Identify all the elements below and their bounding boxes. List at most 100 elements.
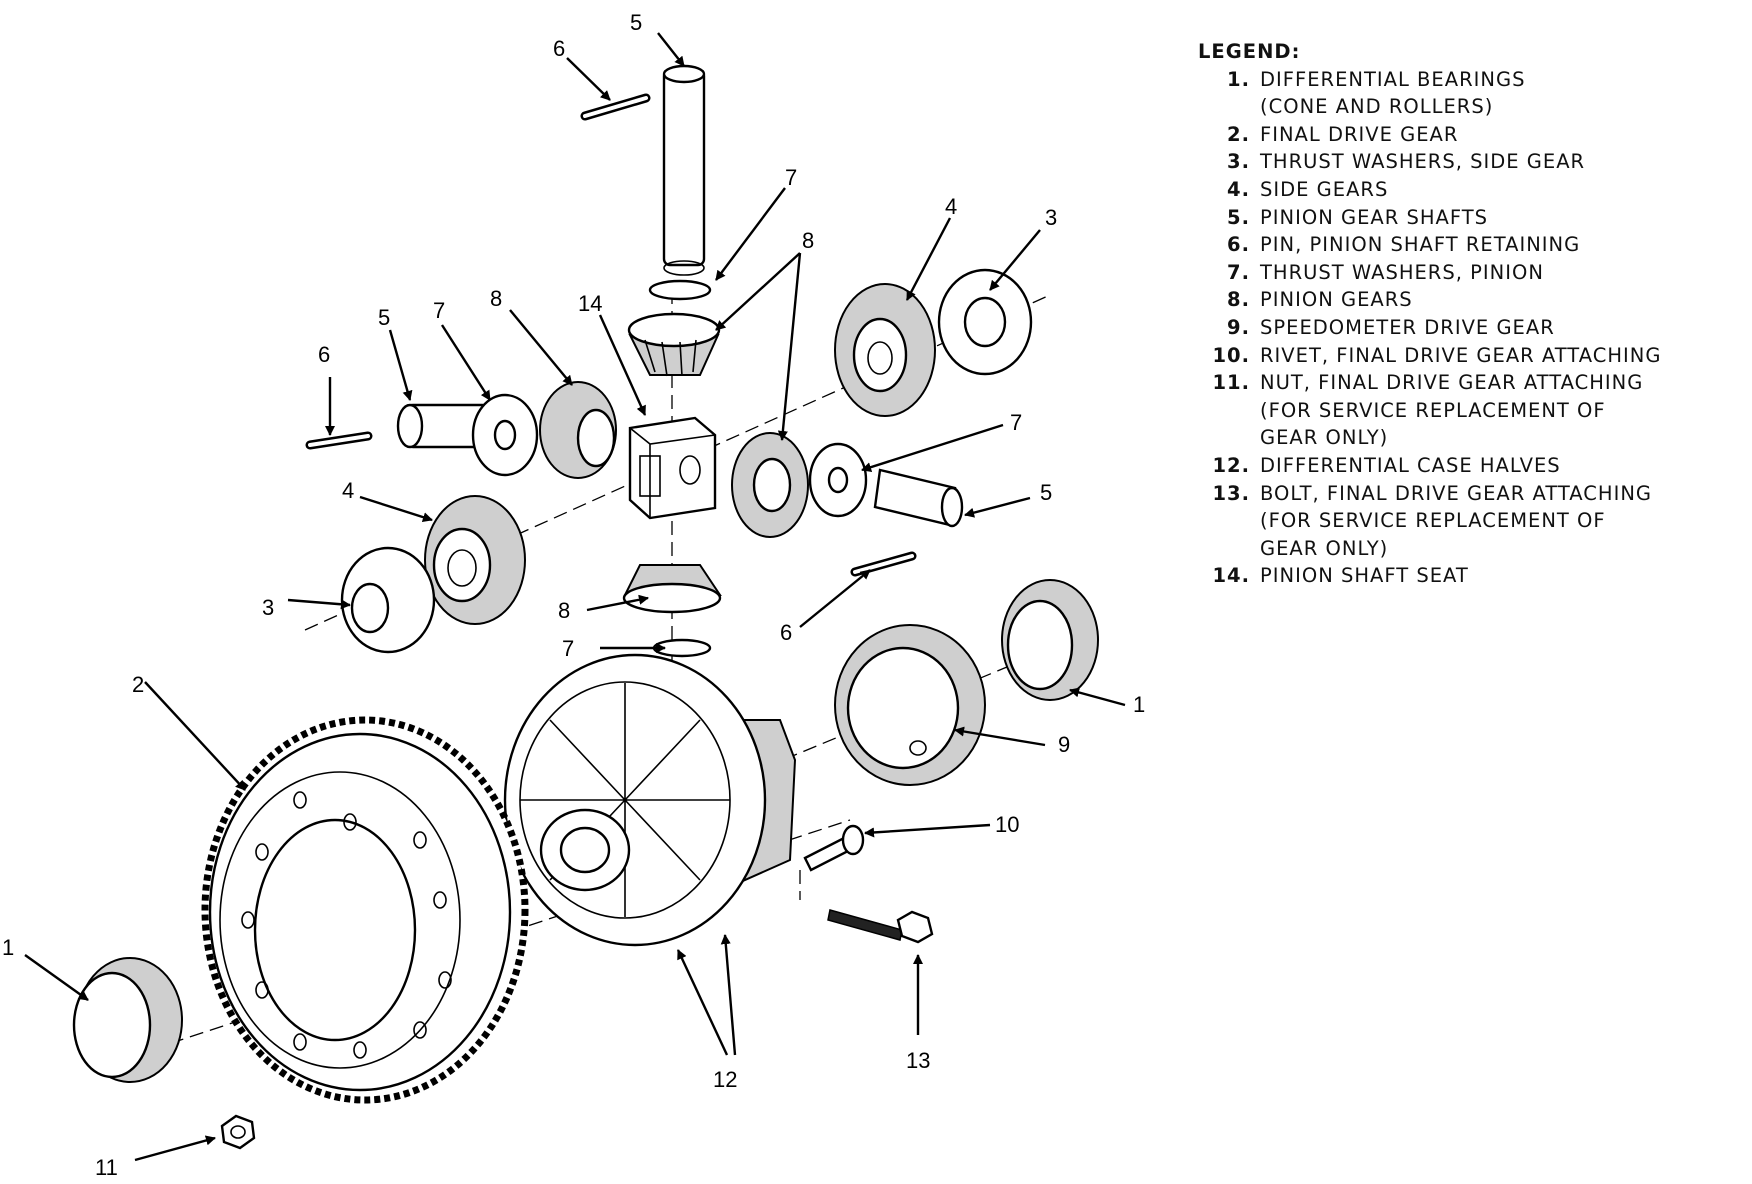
callout-1-right: 1 [1133,692,1145,717]
legend-item-line: (FOR SERVICE REPLACEMENT OF [1260,509,1606,533]
callout-11: 11 [95,1155,118,1180]
legend-item-number: 10. [1212,343,1250,367]
legend: LEGEND: 1.DIFFERENTIAL BEARINGS(CONE AND… [1198,38,1743,590]
retaining-pin-right [850,551,917,577]
legend-item-text: SPEEDOMETER DRIVE GEAR [1260,314,1743,342]
legend-item-line: (FOR SERVICE REPLACEMENT OF [1260,398,1606,422]
callout-5-right: 5 [1040,480,1052,505]
legend-item-line: RIVET, FINAL DRIVE GEAR ATTACHING [1260,343,1662,367]
legend-item-number: 7. [1227,260,1250,284]
callout-8-top: 8 [802,228,814,253]
exploded-diagram: 5 6 7 8 4 3 14 8 7 5 6 4 7 5 3 8 6 7 1 9… [2,10,1145,1180]
pinion-gear-shaft-right [873,468,964,528]
attaching-rivet [803,824,865,872]
legend-item-line: SPEEDOMETER DRIVE GEAR [1260,315,1555,339]
final-drive-gear [201,716,529,1104]
legend-item-line: FINAL DRIVE GEAR [1260,122,1459,146]
legend-item-line: DIFFERENTIAL BEARINGS [1260,67,1526,91]
callout-7-top: 7 [785,165,797,190]
callout-6-right: 6 [780,620,792,645]
legend-item-number: 8. [1227,288,1250,312]
callout-4-left: 4 [342,478,354,503]
thrust-washer-pinion-left [471,393,539,477]
legend-item-number: 3. [1227,150,1250,174]
differential-bearing-right [1001,579,1099,701]
legend-item-text: DIFFERENTIAL CASE HALVES [1260,452,1743,480]
legend-item-number: 13. [1212,481,1250,505]
legend-item-number: 9. [1227,315,1250,339]
attaching-bolt [827,909,934,944]
side-gear-left [424,495,526,625]
callout-labels: 5 6 7 8 4 3 14 8 7 5 6 4 7 5 3 8 6 7 1 9… [2,10,1145,1180]
legend-item: 10. RIVET, FINAL DRIVE GEAR ATTACHING [1198,342,1743,370]
legend-item-line: PINION GEARS [1260,288,1413,312]
legend-item-line: DIFFERENTIAL CASE HALVES [1260,453,1561,477]
callout-6-left: 6 [318,342,330,367]
legend-title: LEGEND: [1198,40,1301,63]
callout-8-bottom: 8 [558,598,570,623]
pinion-shaft-seat [628,416,717,520]
callout-7-right: 7 [1010,410,1022,435]
legend-item-line: SIDE GEARS [1260,177,1389,201]
legend-item-text: NUT, FINAL DRIVE GEAR ATTACHING(FOR SERV… [1260,369,1743,452]
legend-item-line: PIN, PINION SHAFT RETAINING [1260,233,1581,257]
legend-item-line: GEAR ONLY) [1260,426,1389,450]
legend-item: 7. THRUST WASHERS, PINION [1198,259,1743,287]
thrust-washer-pinion-right [808,442,868,518]
legend-item-number: 6. [1227,233,1250,257]
pinion-gear-top [627,312,721,377]
legend-item-line: PINION GEAR SHAFTS [1260,205,1489,229]
legend-item: 13. BOLT, FINAL DRIVE GEAR ATTACHING (FOR … [1198,480,1743,563]
legend-item-number: 4. [1227,177,1250,201]
legend-item: 4. SIDE GEARS [1198,176,1743,204]
legend-item-text: BOLT, FINAL DRIVE GEAR ATTACHING (FOR SER… [1260,480,1743,563]
legend-item: 5. PINION GEAR SHAFTS [1198,204,1743,232]
callout-13: 13 [906,1048,930,1073]
thrust-washer-pinion-top [648,279,712,301]
pinion-gear-bottom [622,564,722,614]
callout-4-right: 4 [945,194,957,219]
legend-item-text: FINAL DRIVE GEAR [1260,121,1743,149]
legend-item-text: PINION GEARS [1260,286,1743,314]
legend-item-line: PINION SHAFT SEAT [1260,564,1469,588]
callout-3-right: 3 [1045,205,1057,230]
callout-3-left: 3 [262,595,274,620]
leader-arrows [24,32,1126,1162]
legend-item: 3. THRUST WASHERS, SIDE GEAR [1198,148,1743,176]
legend-item-line: THRUST WASHERS, PINION [1260,260,1544,284]
callout-7-bottom: 7 [562,636,574,661]
legend-item-line: THRUST WASHERS, SIDE GEAR [1260,150,1586,174]
legend-item-line: BOLT, FINAL DRIVE GEAR ATTACHING [1260,481,1653,505]
legend-item-text: PINION SHAFT SEAT [1260,562,1743,590]
legend-item-line: GEAR ONLY) [1260,536,1389,560]
legend-item-number: 14. [1212,564,1250,588]
callout-7-left: 7 [433,298,445,323]
thrust-washer-side-left [340,546,436,654]
callout-9: 9 [1058,732,1070,757]
callout-1-left: 1 [2,935,14,960]
legend-item: 8. PINION GEARS [1198,286,1743,314]
speedometer-drive-gear [834,624,986,786]
legend-item-number: 5. [1227,205,1250,229]
legend-item: 2.FINAL DRIVE GEAR [1198,121,1743,149]
legend-item: 6. PIN, PINION SHAFT RETAINING [1198,231,1743,259]
pinion-gear-left [539,381,617,479]
legend-item: 14. PINION SHAFT SEAT [1198,562,1743,590]
legend-item: 9. SPEEDOMETER DRIVE GEAR [1198,314,1743,342]
legend-items: 1.DIFFERENTIAL BEARINGS(CONE AND ROLLERS… [1198,66,1743,590]
callout-8-left: 8 [490,286,502,311]
legend-item-number: 12. [1212,453,1250,477]
legend-item-text: RIVET, FINAL DRIVE GEAR ATTACHING [1260,342,1743,370]
legend-item-text: THRUST WASHERS, PINION [1260,259,1743,287]
legend-item-text: SIDE GEARS [1260,176,1743,204]
pinion-gear-right [731,432,809,538]
callout-6-top: 6 [553,36,565,61]
legend-item-text: THRUST WASHERS, SIDE GEAR [1260,148,1743,176]
legend-item-number: 1. [1227,67,1250,91]
callout-12: 12 [713,1067,737,1092]
differential-bearing-left [72,957,183,1083]
side-gear-right [834,283,936,417]
retaining-pin-top [580,93,651,121]
callout-10: 10 [995,812,1019,837]
differential-case-halves [503,653,797,947]
